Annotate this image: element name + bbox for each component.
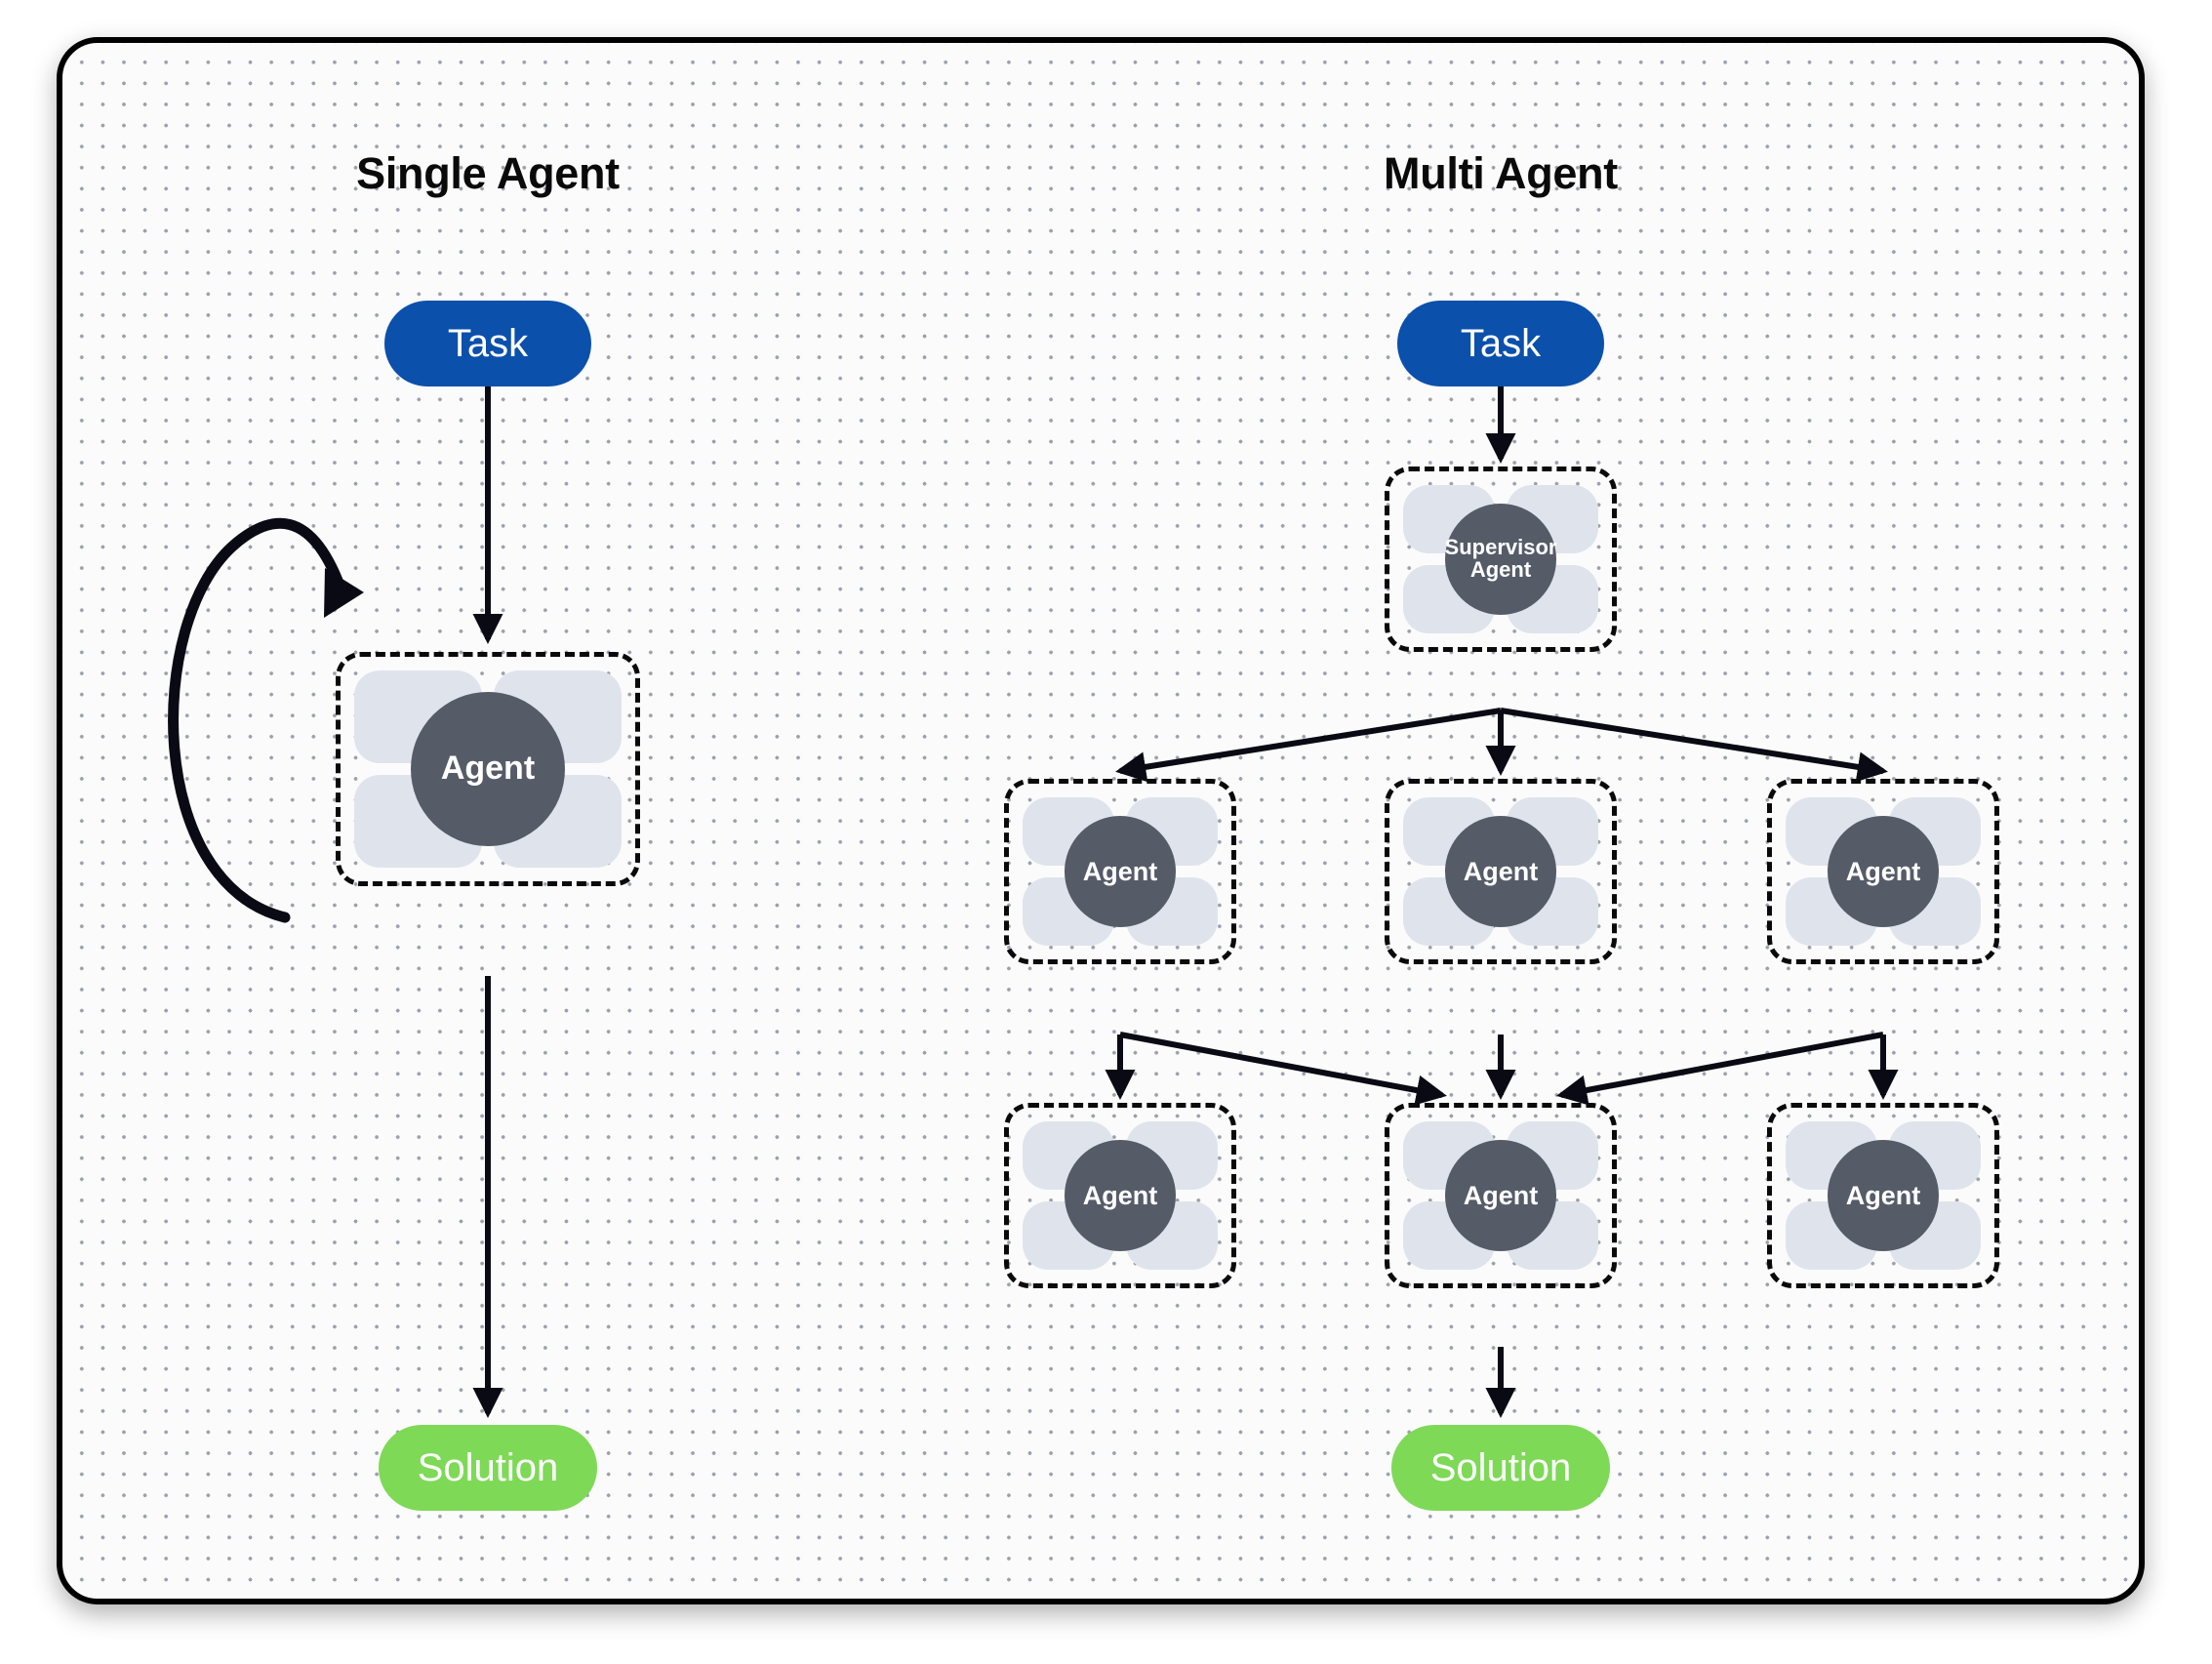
supervisor-agent-node[interactable]: Supervisor Agent xyxy=(1385,467,1617,652)
supervisor-agent-label-line2: Agent xyxy=(1469,557,1532,582)
multi-agent-label-r3c1: Agent xyxy=(1082,1180,1158,1210)
multi-agent-node-r2c1[interactable]: Agent xyxy=(1004,779,1236,964)
panel-title-single-agent: Single Agent xyxy=(356,148,620,198)
multi-agent-task-label: Task xyxy=(1460,321,1542,365)
multi-agent-label-r2c2: Agent xyxy=(1463,856,1539,886)
single-agent-solution-label: Solution xyxy=(417,1445,559,1489)
single-agent-solution-node[interactable]: Solution xyxy=(379,1425,597,1511)
multi-agent-solution-label: Solution xyxy=(1429,1445,1572,1489)
supervisor-agent-label-line1: Supervisor xyxy=(1444,535,1557,560)
multi-agent-node-r3c3[interactable]: Agent xyxy=(1767,1103,1999,1288)
single-agent-task-node[interactable]: Task xyxy=(384,301,591,386)
multi-agent-node-r3c1[interactable]: Agent xyxy=(1004,1103,1236,1288)
multi-agent-node-r2c2[interactable]: Agent xyxy=(1385,779,1617,964)
multi-agent-task-node[interactable]: Task xyxy=(1397,301,1604,386)
multi-agent-label-r2c1: Agent xyxy=(1082,856,1158,886)
multi-agent-circle-r2c1: Agent xyxy=(1065,816,1176,927)
multi-agent-solution-node[interactable]: Solution xyxy=(1391,1425,1610,1511)
multi-agent-circle-r3c3: Agent xyxy=(1828,1140,1939,1251)
single-agent-task-label: Task xyxy=(447,321,529,365)
multi-agent-label-r3c3: Agent xyxy=(1845,1180,1921,1210)
multi-agent-label-r2c3: Agent xyxy=(1845,856,1921,886)
multi-agent-circle-r2c3: Agent xyxy=(1828,816,1939,927)
single-agent-label: Agent xyxy=(440,750,536,788)
multi-agent-label-r3c2: Agent xyxy=(1463,1180,1539,1210)
single-agent-circle: Agent xyxy=(411,692,565,846)
multi-agent-node-r2c3[interactable]: Agent xyxy=(1767,779,1999,964)
supervisor-agent-circle: Supervisor Agent xyxy=(1445,504,1556,615)
multi-agent-circle-r3c2: Agent xyxy=(1445,1140,1556,1251)
agent-tile-grid xyxy=(1403,485,1598,633)
single-agent-node[interactable]: Agent xyxy=(336,652,640,886)
panel-title-multi-agent: Multi Agent xyxy=(1384,148,1618,198)
multi-agent-circle-r3c1: Agent xyxy=(1065,1140,1176,1251)
multi-agent-node-r3c2[interactable]: Agent xyxy=(1385,1103,1617,1288)
multi-agent-circle-r2c2: Agent xyxy=(1445,816,1556,927)
